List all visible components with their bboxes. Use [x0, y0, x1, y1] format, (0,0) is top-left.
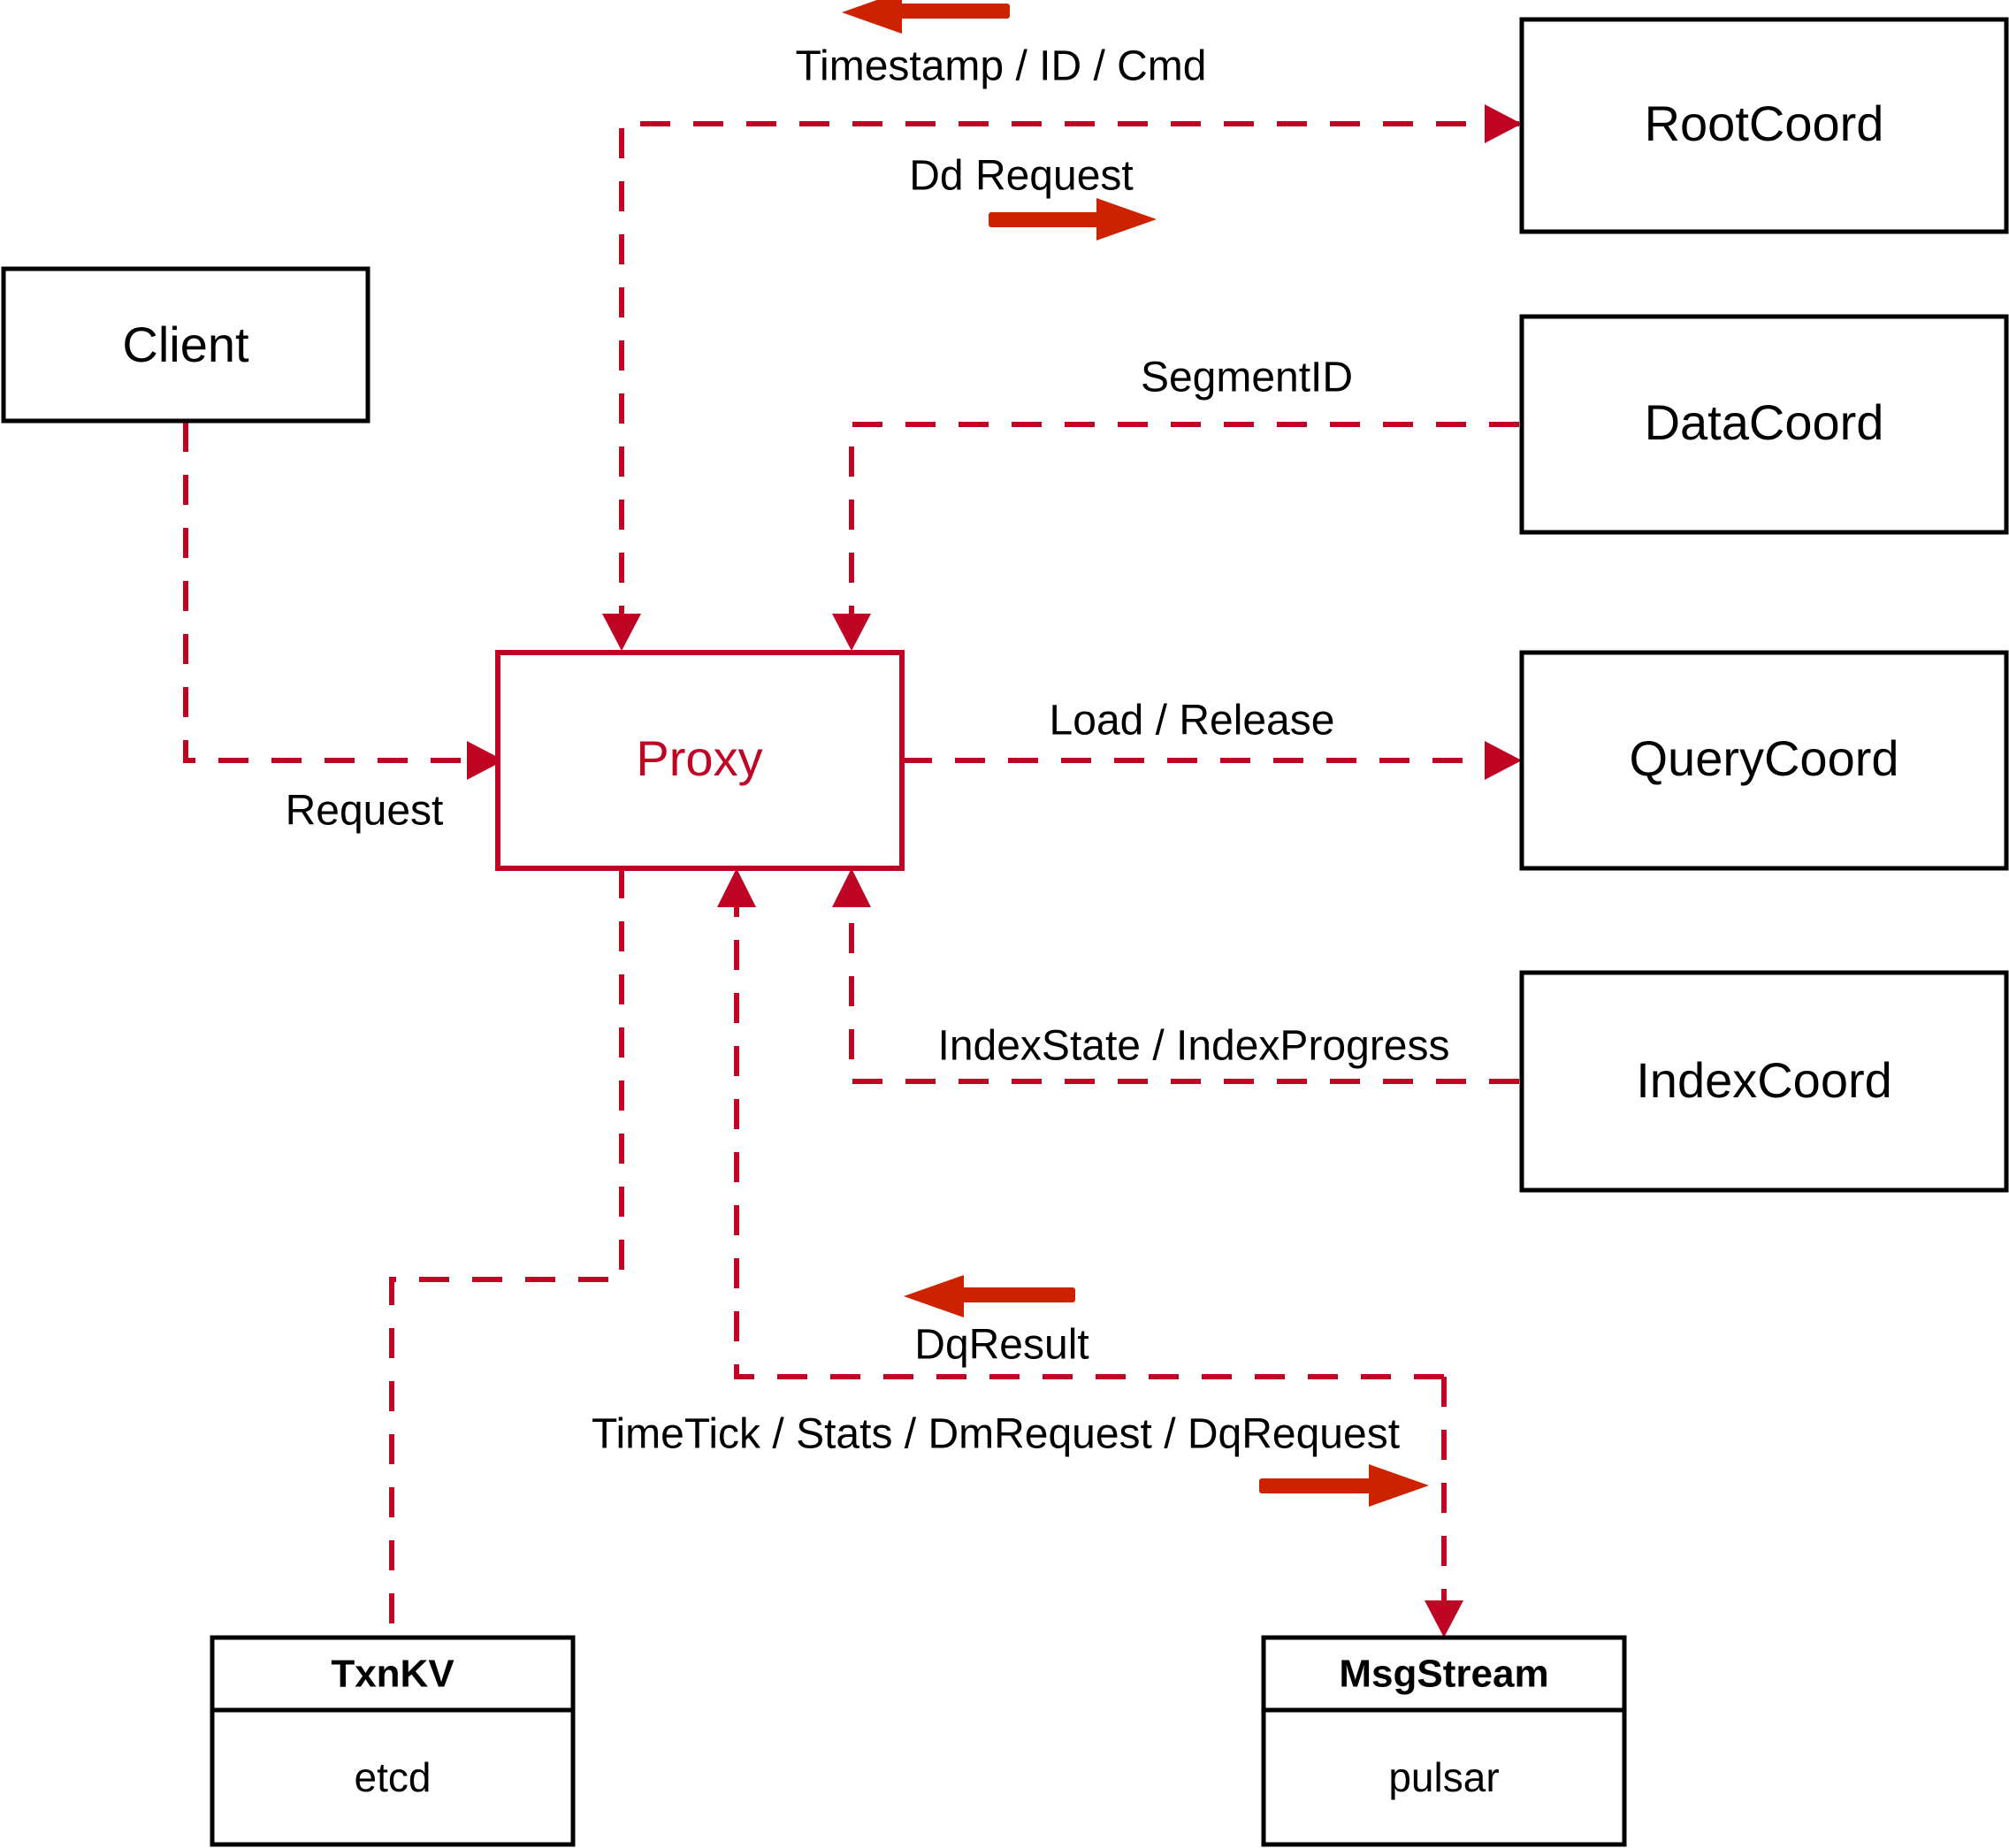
- flow-proxy-to-txnkv: [389, 868, 624, 1638]
- flow-msgstream-to-proxy: [734, 907, 1444, 1379]
- flow-client-to-proxy: [183, 422, 477, 763]
- node-proxy[interactable]: Proxy: [495, 650, 905, 871]
- flow-arrowhead-querycoord: [1485, 741, 1522, 780]
- edge-label-timetick-stats: TimeTick / Stats / DmRequest / DqRequest: [592, 1411, 1400, 1458]
- edge-label-segment-id: SegmentID: [1141, 355, 1353, 401]
- flow-indexcoord-to-proxy: [849, 907, 1519, 1084]
- node-indexcoord-label: IndexCoord: [1636, 1052, 1892, 1108]
- node-indexcoord[interactable]: IndexCoord: [1519, 970, 2009, 1193]
- flow-arrowhead-indexcoord: [832, 868, 871, 907]
- node-rootcoord-label: RootCoord: [1645, 95, 1884, 151]
- flow-datacoord-to-proxy: [849, 422, 1519, 619]
- node-msgstream-title: MsgStream: [1339, 1653, 1548, 1696]
- emphasis-arrow-timetick-right: [1259, 1464, 1429, 1507]
- node-txnkv-title: TxnKV: [331, 1653, 455, 1696]
- flow-arrowhead-datacoord: [832, 614, 871, 651]
- emphasis-arrow-timestamp-left: [842, 0, 1010, 34]
- flow-arrowhead-msgstream: [1425, 1600, 1463, 1638]
- node-querycoord-label: QueryCoord: [1629, 730, 1898, 786]
- node-client[interactable]: Client: [1, 266, 370, 424]
- node-msgstream-impl: pulsar: [1388, 1754, 1499, 1800]
- flow-arrowhead-dqresult: [717, 868, 756, 907]
- node-txnkv-impl: etcd: [355, 1754, 432, 1800]
- node-txnkv[interactable]: TxnKV etcd: [210, 1635, 576, 1847]
- node-datacoord-label: DataCoord: [1645, 394, 1884, 450]
- emphasis-arrow-dd-request-right: [989, 198, 1157, 241]
- edge-label-request: Request: [286, 788, 444, 835]
- node-querycoord[interactable]: QueryCoord: [1519, 650, 2009, 871]
- flow-arrowhead-into-rootcoord: [1485, 104, 1522, 143]
- node-rootcoord[interactable]: RootCoord: [1519, 17, 2009, 234]
- edge-label-dq-result: DqResult: [914, 1322, 1089, 1369]
- flow-arrowhead-request: [467, 741, 504, 780]
- node-proxy-label: Proxy: [636, 730, 762, 786]
- edge-label-timestamp-id-cmd: Timestamp / ID / Cmd: [796, 43, 1207, 90]
- edge-label-dd-request: Dd Request: [909, 153, 1133, 200]
- node-client-label: Client: [122, 317, 249, 372]
- edge-label-load-release: Load / Release: [1050, 698, 1335, 745]
- node-msgstream[interactable]: MsgStream pulsar: [1261, 1635, 1627, 1847]
- flow-arrowhead-rootcoord: [602, 614, 641, 651]
- flow-rootcoord-to-proxy: [619, 121, 1519, 619]
- emphasis-arrow-dqresult-left: [904, 1275, 1075, 1317]
- node-datacoord[interactable]: DataCoord: [1519, 314, 2009, 535]
- edge-label-index-state-progress: IndexState / IndexProgress: [938, 1023, 1450, 1070]
